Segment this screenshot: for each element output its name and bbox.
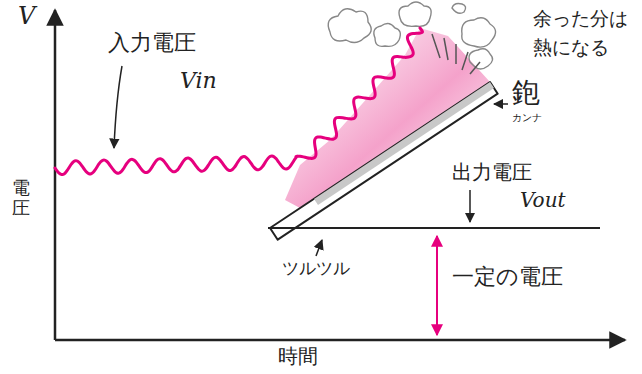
leader-arrow bbox=[469, 190, 471, 222]
axis-label: V bbox=[18, 2, 35, 31]
output-voltage-label: 出力電圧 bbox=[452, 160, 532, 184]
note-label: 余った分は 熱になる bbox=[533, 4, 634, 61]
signal-name: Vout bbox=[520, 188, 566, 212]
leader-arrow bbox=[316, 240, 322, 256]
input-voltage-label: 入力電圧 bbox=[108, 30, 196, 56]
smoke-cloud bbox=[328, 2, 495, 69]
output-voltage-line bbox=[268, 227, 600, 229]
axis-label: 時間 bbox=[278, 344, 318, 368]
note-label: ツルツル bbox=[282, 258, 350, 278]
axis-label: 電圧 bbox=[12, 178, 30, 218]
time-axis bbox=[55, 339, 625, 342]
note-label: 一定の電圧 bbox=[452, 264, 563, 290]
furigana-label: カンナ bbox=[512, 112, 542, 124]
signal-name: Vin bbox=[180, 68, 217, 94]
part-name: 鉋 bbox=[512, 76, 540, 110]
leader-arrow bbox=[494, 103, 508, 105]
voltage-axis bbox=[54, 10, 57, 340]
input-voltage-wave bbox=[55, 28, 423, 175]
input-wave-group bbox=[55, 28, 423, 175]
shaving-strokes bbox=[432, 34, 480, 74]
constant-voltage-arrow bbox=[436, 236, 438, 335]
leader-arrow bbox=[114, 66, 122, 148]
blade-shading bbox=[314, 82, 494, 205]
